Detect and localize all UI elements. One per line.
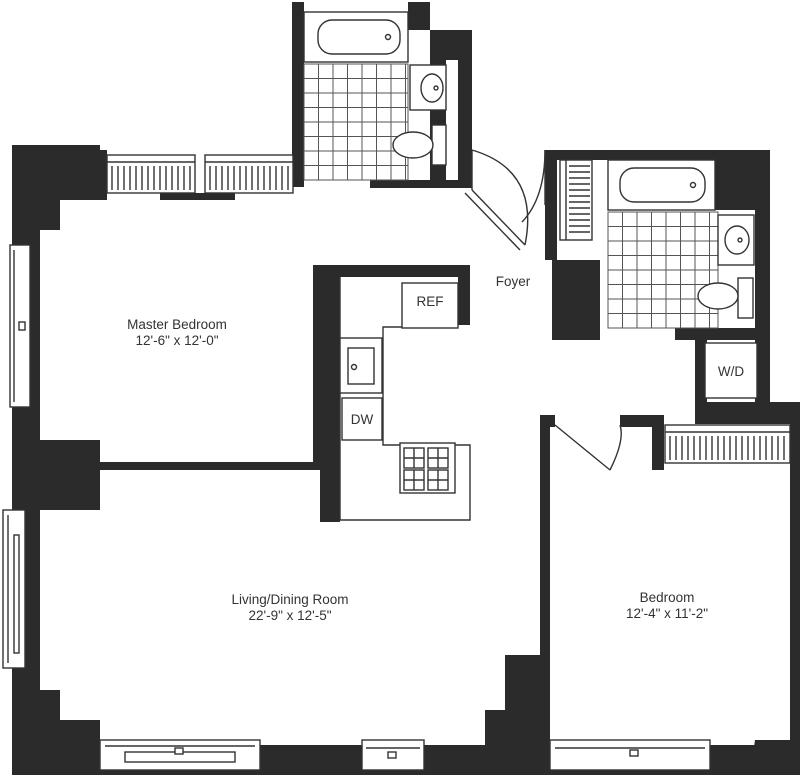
- wall-left-exterior: [12, 145, 100, 245]
- living-dining-size: 22'-9" x 12'-5": [248, 608, 331, 623]
- windows: [2, 244, 711, 771]
- master-bedroom-name: Master Bedroom: [127, 317, 227, 332]
- master-bedroom-size: 12'-6" x 12'-0": [135, 333, 218, 348]
- dw-label: DW: [351, 412, 374, 427]
- doors: [464, 149, 622, 471]
- room-labels: Master Bedroom 12'-6" x 12'-0" Living/Di…: [127, 274, 744, 623]
- radiators: [106, 154, 791, 464]
- ref-label: REF: [417, 294, 444, 309]
- kitchen: [339, 277, 758, 521]
- bedroom-name: Bedroom: [640, 590, 695, 605]
- top-bathroom: [303, 11, 447, 181]
- bedroom-size: 12'-4" x 11'-2": [626, 606, 708, 621]
- wd-label: W/D: [718, 364, 744, 379]
- living-dining-name: Living/Dining Room: [231, 592, 348, 607]
- right-bathroom: [607, 159, 755, 329]
- foyer-name: Foyer: [496, 274, 531, 289]
